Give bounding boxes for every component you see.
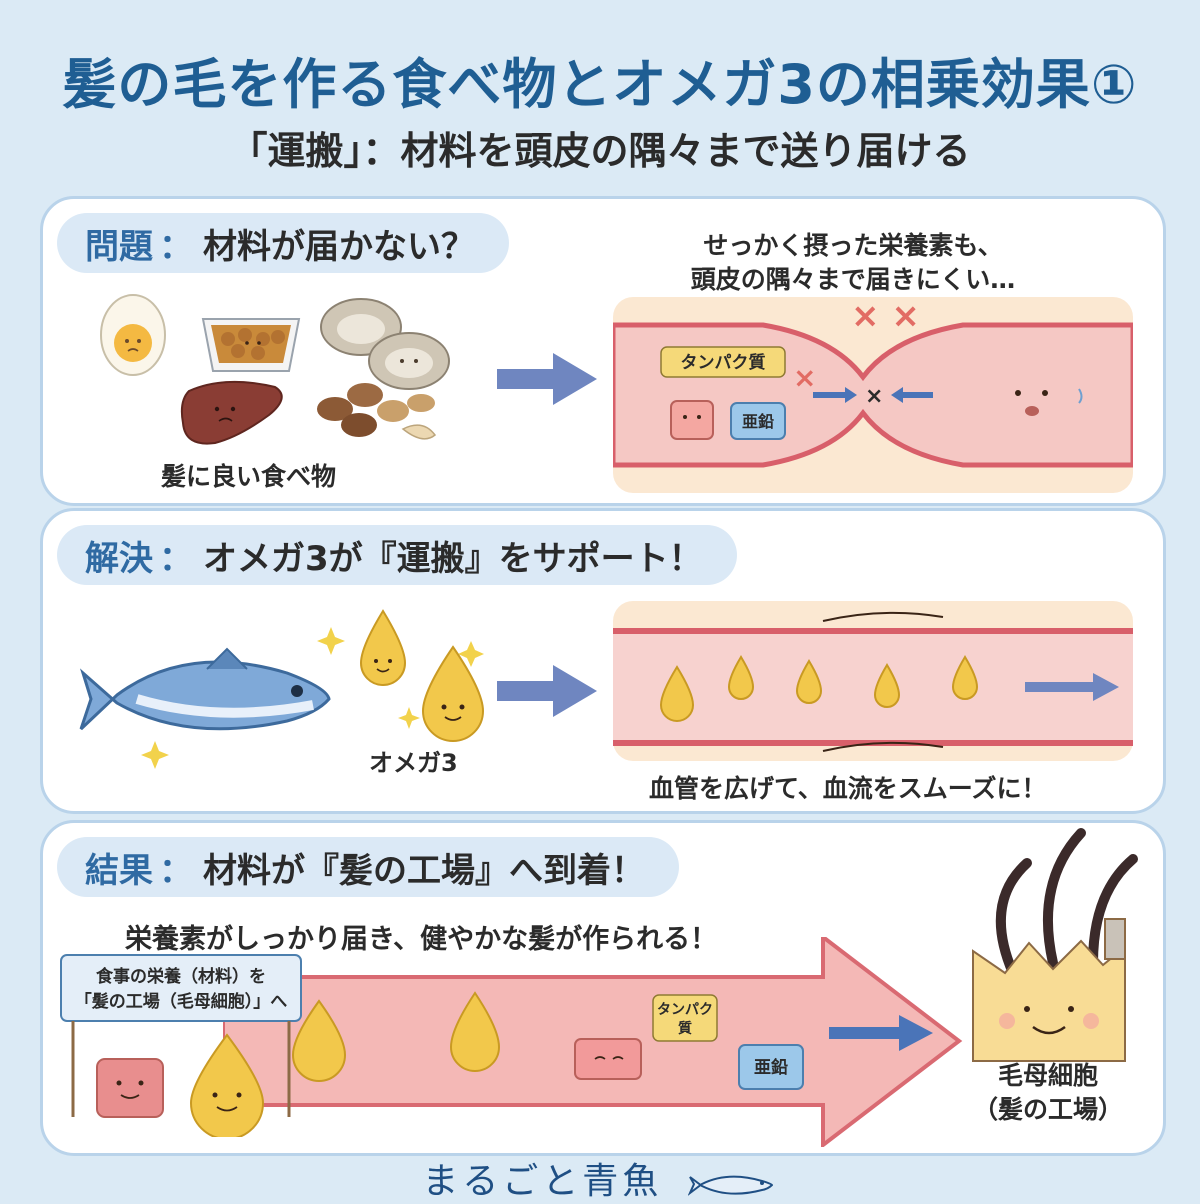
zinc-cube-icon: 亜鉛: [730, 402, 786, 440]
hair-icon: [995, 828, 1138, 978]
omega-drop-icon: [189, 1033, 265, 1137]
protein-cube-icon: [96, 1058, 164, 1118]
natto-icon: [201, 318, 301, 372]
result-title: 材料が『髪の工場』へ到着！: [203, 850, 645, 891]
egg-icon: [100, 294, 166, 376]
protein-2b-label: 質: [678, 1020, 692, 1037]
protein-1-label: タンパク質: [681, 352, 766, 373]
svg-text:×: ×: [865, 384, 883, 409]
narrow-vessel-illustration: × × タンパク質 亜鉛 × ×: [613, 297, 1133, 493]
oyster-icon: [320, 298, 450, 390]
banner-characters: 食事の栄養（材料）を 「髪の工場（毛母細胞）」へ: [60, 954, 302, 1137]
zinc-1-label: 亜鉛: [742, 412, 774, 431]
factory-icon: [972, 828, 1138, 1062]
hair-foods-illustration: [100, 294, 450, 445]
problem-key: 問題: [85, 226, 153, 267]
problem-title: 材料が届かない？: [203, 226, 475, 267]
factory-caption: 毛母細胞 （髪の工場）: [972, 1061, 1123, 1124]
problem-note: せっかく摂った栄養素も、 頭皮の隅々まで届きにくい…: [690, 231, 1016, 294]
banner-2-label: 「髪の工場（毛母細胞）」へ: [75, 991, 288, 1012]
protein-cube-icon: [670, 400, 714, 440]
omega3-caption: オメガ3: [369, 749, 458, 777]
big-arrow-illustration: タンパク 質 亜鉛: [223, 937, 963, 1147]
result-panel: 結果 ： 材料が『髪の工場』へ到着！ 栄養素がしっかり届き、健やかな髪が作られる…: [40, 820, 1166, 1156]
brand-name: まるごと青魚: [422, 1161, 663, 1202]
banner-1-label: 食事の栄養（材料）を: [96, 966, 266, 987]
svg-text:× ×: × ×: [851, 297, 920, 336]
wide-vessel-illustration: [613, 601, 1133, 761]
result-heading: 結果 ： 材料が『髪の工場』へ到着！: [57, 837, 679, 897]
solution-title: オメガ3が『運搬』をサポート！: [203, 538, 703, 579]
fish-icon: [79, 647, 331, 731]
solution-key: 解決: [85, 538, 153, 579]
sparkle-icon: [317, 627, 484, 729]
solution-heading: 解決 ： オメガ3が『運搬』をサポート！: [57, 525, 737, 585]
zinc-cube-icon: 亜鉛: [738, 1044, 804, 1090]
page-title: 髪の毛を作る食べ物とオメガ3の相乗効果①: [62, 53, 1138, 116]
protein-2a-label: タンパク: [657, 1002, 713, 1018]
zinc-2-label: 亜鉛: [754, 1057, 788, 1078]
vessel-caption: 血管を広げて、血流をスムーズに！: [649, 774, 1047, 803]
brand-footer: まるごと青魚: [0, 1152, 1200, 1204]
liver-icon: [180, 380, 283, 445]
protein-tag: タンパク 質: [652, 994, 718, 1042]
problem-heading: 問題 ： 材料が届かない？: [57, 213, 509, 273]
page-subtitle: 「運搬」：材料を頭皮の隅々まで送り届ける: [229, 129, 971, 173]
svg-text:×: ×: [793, 361, 816, 394]
sparkle-icon: [141, 741, 169, 769]
sad-vessel-face: [1015, 388, 1083, 416]
solution-panel: 解決 ： オメガ3が『運搬』をサポート！ オメガ3: [40, 508, 1166, 814]
result-key: 結果: [85, 850, 153, 891]
protein-cube-icon: [574, 1038, 642, 1080]
right-arrow-icon: [497, 665, 597, 717]
result-note: 栄養素がしっかり届き、健やかな髪が作られる！: [125, 924, 718, 955]
nuts-icon: [317, 383, 437, 440]
fish-icon: [687, 1175, 773, 1197]
problem-panel: 問題 ： 材料が届かない？: [40, 196, 1166, 506]
right-arrow-icon: [497, 353, 597, 405]
hair-foods-caption: 髪に良い食べ物: [161, 462, 337, 491]
omega-drop-icon: [359, 609, 485, 742]
protein-tag: タンパク質: [660, 346, 786, 378]
